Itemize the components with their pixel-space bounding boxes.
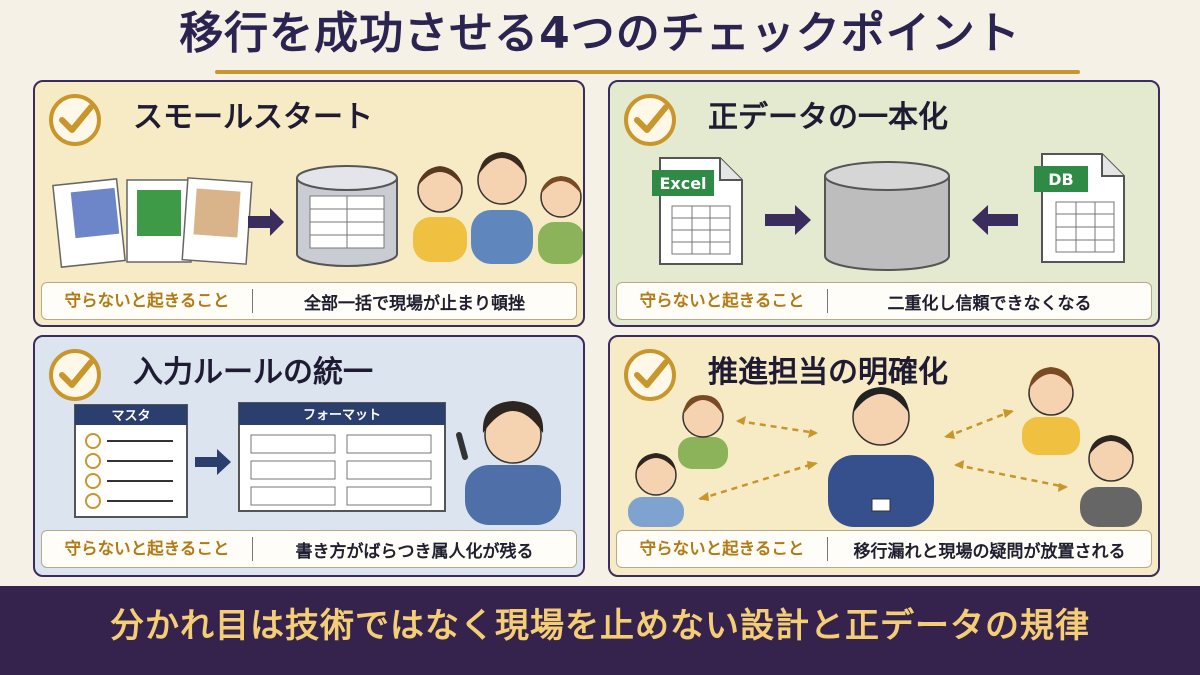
db-label: DB	[1048, 170, 1073, 189]
risk-label: 守らないと起きること	[617, 537, 828, 561]
title-underline	[215, 70, 1080, 74]
person-icon	[413, 166, 467, 262]
panel-title: 正データの一本化	[708, 100, 948, 135]
panel-input-rules: 入力ルールの統一 マスタ フォーマット	[33, 335, 585, 577]
input-rules-illustration: マスタ フォーマット	[74, 401, 561, 525]
risk-bar: 守らないと起きること 全部一括で現場が止まり頓挫	[41, 282, 577, 320]
form-icon: フォーマット	[238, 402, 446, 512]
panel-title: 入力ルールの統一	[133, 355, 373, 390]
risk-label: 守らないと起きること	[617, 289, 828, 313]
single-source-illustration: Excel DB	[652, 153, 1125, 271]
page-title: 移行を成功させる4つのチェックポイント	[179, 8, 1021, 59]
risk-bar: 守らないと起きること 書き方がばらつき属人化が残る	[41, 530, 577, 568]
person-icon	[828, 387, 934, 527]
panel-owner-clarity: 推進担当の明確化	[608, 335, 1160, 577]
person-icon	[1022, 367, 1080, 455]
checklist-icon: マスタ	[74, 404, 188, 518]
spreadsheet-icon: DB	[1034, 153, 1125, 263]
risk-text: 書き方がばらつき属人化が残る	[295, 541, 534, 562]
risk-text: 全部一括で現場が止まり頓挫	[304, 293, 525, 314]
database-icon	[296, 165, 398, 267]
arrow-left-icon	[972, 205, 1018, 235]
risk-label: 守らないと起きること	[42, 537, 253, 561]
arrow-right-icon	[765, 205, 811, 235]
check-circle-icon	[624, 349, 676, 401]
double-arrow-icon	[699, 409, 1067, 501]
panel-title: スモールスタート	[133, 100, 373, 135]
arrow-right-icon	[248, 208, 284, 236]
person-icon	[628, 453, 684, 527]
person-icon	[456, 401, 561, 525]
person-icon	[538, 176, 583, 264]
owner-illustration	[628, 367, 1142, 527]
footer-banner: 分かれ目は技術ではなく現場を止めない設計と正データの規律	[0, 586, 1200, 675]
risk-label: 守らないと起きること	[42, 289, 253, 313]
panel-single-source-data: 正データの一本化 Excel DB	[608, 80, 1160, 327]
panel-small-start: スモールスタート	[33, 80, 585, 327]
excel-label: Excel	[659, 174, 706, 193]
master-label: マスタ	[111, 409, 150, 424]
check-circle-icon	[49, 349, 101, 401]
small-start-illustration	[52, 152, 583, 268]
risk-text: 二重化し信頼できなくなる	[887, 293, 1092, 314]
document-stack-icon	[52, 177, 253, 268]
check-circle-icon	[49, 94, 101, 146]
arrow-right-icon	[195, 449, 231, 475]
person-icon	[678, 395, 728, 469]
risk-text: 移行漏れと現場の疑問が放置される	[853, 541, 1126, 562]
panel-title: 推進担当の明確化	[708, 355, 948, 390]
database-icon	[824, 161, 950, 271]
risk-bar: 守らないと起きること 移行漏れと現場の疑問が放置される	[616, 530, 1152, 568]
footer-text: 分かれ目は技術ではなく現場を止めない設計と正データの規律	[110, 606, 1090, 646]
person-icon	[1080, 435, 1142, 527]
check-circle-icon	[624, 94, 676, 146]
risk-bar: 守らないと起きること 二重化し信頼できなくなる	[616, 282, 1152, 320]
person-icon	[471, 152, 533, 264]
spreadsheet-icon: Excel	[652, 157, 743, 265]
format-label: フォーマット	[303, 408, 381, 423]
